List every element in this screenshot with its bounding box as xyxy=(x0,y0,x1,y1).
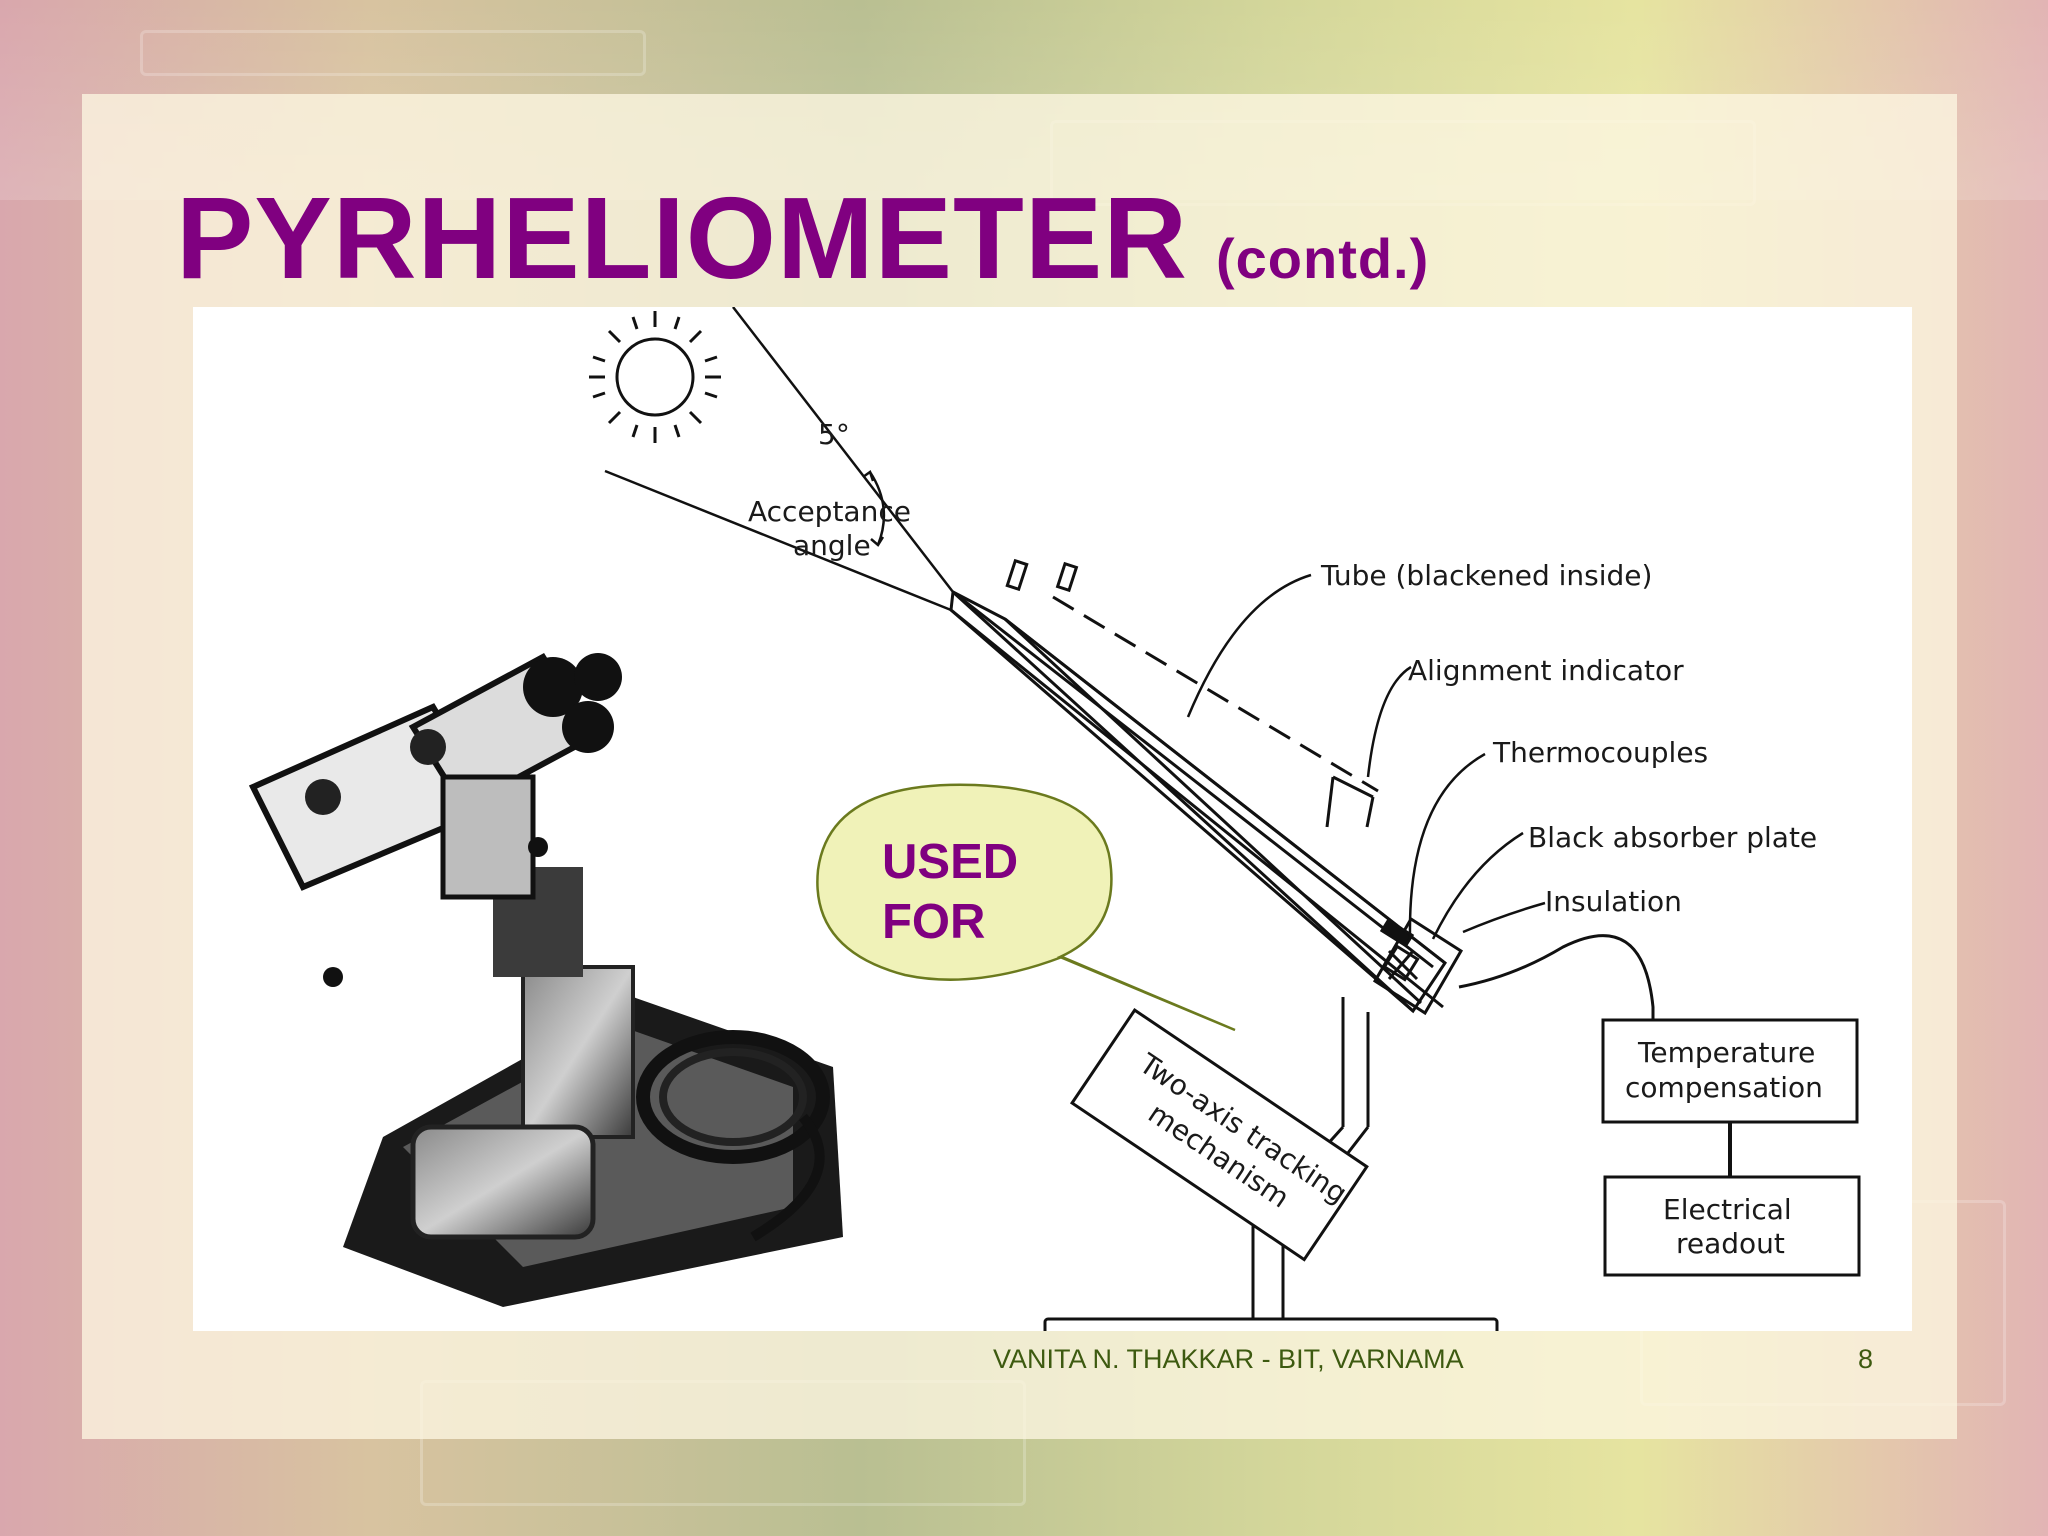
temperature-compensation-box xyxy=(1601,1018,1859,1124)
slide-title-main: PYRHELIOMETER xyxy=(176,173,1188,303)
acceptance-angle-label-line1: Acceptance xyxy=(748,495,911,528)
callout-text: USED FOR xyxy=(882,832,1018,952)
tube-label: Tube (blackened inside) xyxy=(1320,559,1652,592)
acceptance-angle-label-line2: angle xyxy=(793,529,871,562)
acceptance-cone xyxy=(604,307,954,612)
temperature-compensation-line1: Temperature xyxy=(1637,1036,1815,1069)
instrument-tube xyxy=(949,558,1448,1014)
alignment-indicator-label: Alignment indicator xyxy=(1408,654,1684,687)
thermocouples-label: Thermocouples xyxy=(1492,736,1708,769)
background-pattern xyxy=(140,30,646,76)
pyrheliometer-photo xyxy=(248,607,903,1307)
pyrheliometer-figure: 5° Acceptance angle xyxy=(193,307,1912,1331)
slide-title-suffix: (contd.) xyxy=(1215,227,1430,290)
insulation-label: Insulation xyxy=(1545,885,1682,918)
footer-credit: VANITA N. THAKKAR - BIT, VARNAMA xyxy=(993,1344,1464,1374)
electrical-readout-box xyxy=(1603,1175,1861,1277)
callout-line1: USED xyxy=(882,835,1019,889)
acceptance-angle-value: 5° xyxy=(818,418,850,451)
black-absorber-plate-label: Black absorber plate xyxy=(1528,821,1817,854)
temperature-compensation-line2: compensation xyxy=(1625,1071,1823,1104)
slide-title: PYRHELIOMETER(contd.) xyxy=(176,180,1429,296)
tracking-mechanism-box xyxy=(1069,1008,1369,1262)
electrical-readout-line2: readout xyxy=(1676,1227,1785,1260)
leader-lines xyxy=(1186,573,1546,940)
electrical-readout-line1: Electrical xyxy=(1663,1193,1792,1226)
callout-line2: FOR xyxy=(882,895,986,949)
page-number: 8 xyxy=(1858,1344,1874,1374)
detector-head xyxy=(1372,916,1655,1021)
sun-icon xyxy=(589,311,721,443)
